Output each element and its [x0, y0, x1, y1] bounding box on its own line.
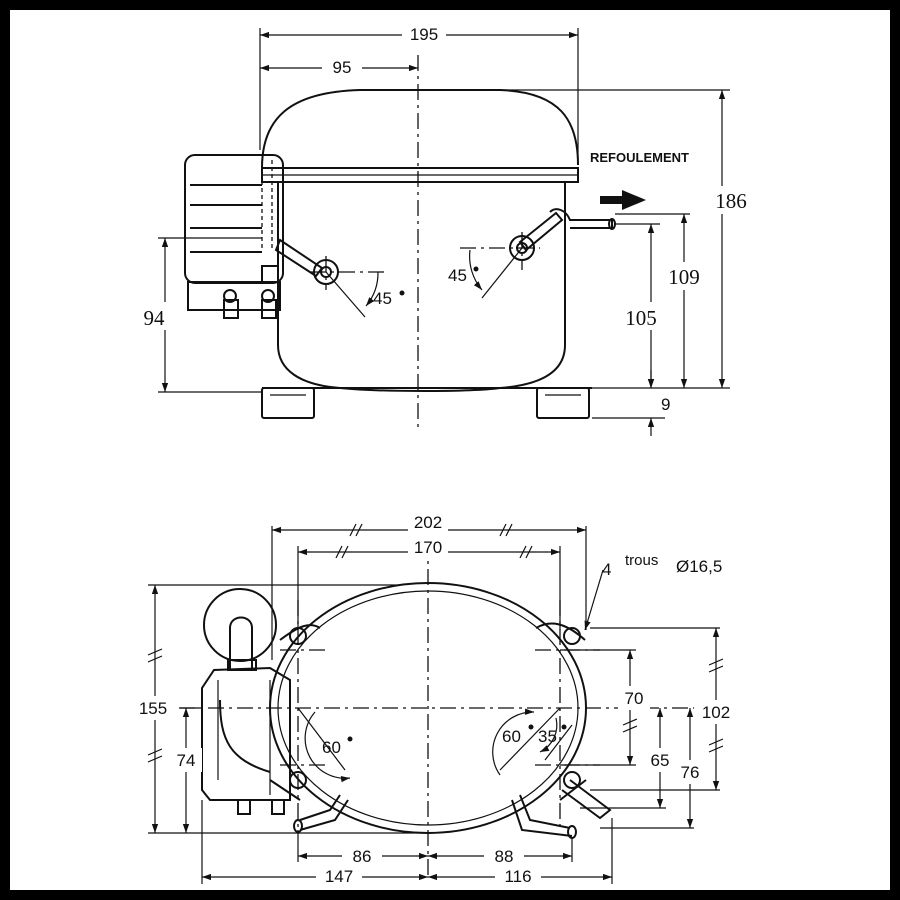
holes-diameter-label: Ø16,5: [676, 557, 722, 576]
dim-186-label: 186: [715, 189, 747, 213]
capacitor: [203, 588, 277, 662]
electrical-box: [184, 154, 284, 284]
dim-88-label: 88: [495, 847, 514, 866]
relay-block: [187, 281, 281, 311]
dim-95-label: 95: [333, 58, 352, 77]
holes-count-label: 4: [602, 560, 611, 579]
dim-70-label: 70: [625, 689, 644, 708]
dim-155-label: 155: [139, 699, 167, 718]
dim-202-label: 202: [414, 513, 442, 532]
dim-109-label: 109: [668, 265, 700, 289]
dim-147-label: 147: [325, 867, 353, 886]
foot-left: [261, 387, 315, 419]
dim-74-label: 74: [177, 751, 196, 770]
dim-86-label: 86: [353, 847, 372, 866]
suction-tube: [274, 238, 324, 278]
angle-right-label: 45: [448, 266, 467, 285]
dim-105-label: 105: [625, 306, 657, 330]
electrical-housing: [201, 666, 291, 801]
angle-mid-label: 60: [502, 727, 521, 746]
angle-left-label: 45: [373, 289, 392, 308]
dim-94-label: 94: [144, 306, 166, 330]
compressor-body: [277, 182, 566, 392]
discharge-arrow-icon: [600, 190, 646, 210]
dim-65-label: 65: [651, 751, 670, 770]
dim-76-label: 76: [681, 763, 700, 782]
bottom-view: 202 170 4 trous Ø16,5 155 74 102 70 65 7…: [132, 512, 738, 886]
top-view: 195 95 REFOULEMENT 186 109 105 9 94 45 4…: [132, 22, 754, 436]
angle-left-label: 60: [322, 738, 341, 757]
mount-hole-2: [563, 627, 581, 645]
dim-102-label: 102: [702, 703, 730, 722]
dim-9-label: 9: [661, 395, 670, 414]
holes-label: trous: [625, 552, 658, 569]
discharge-tube: [518, 211, 564, 252]
dim-116-label: 116: [504, 867, 531, 886]
angle-right-label: 35: [538, 727, 557, 746]
mount-hole-4: [563, 771, 581, 789]
dim-195-label: 195: [410, 25, 438, 44]
discharge-label: REFOULEMENT: [590, 150, 689, 165]
foot-right: [536, 387, 590, 419]
compressor-dome: [261, 89, 579, 169]
dim-170-label: 170: [414, 538, 442, 557]
